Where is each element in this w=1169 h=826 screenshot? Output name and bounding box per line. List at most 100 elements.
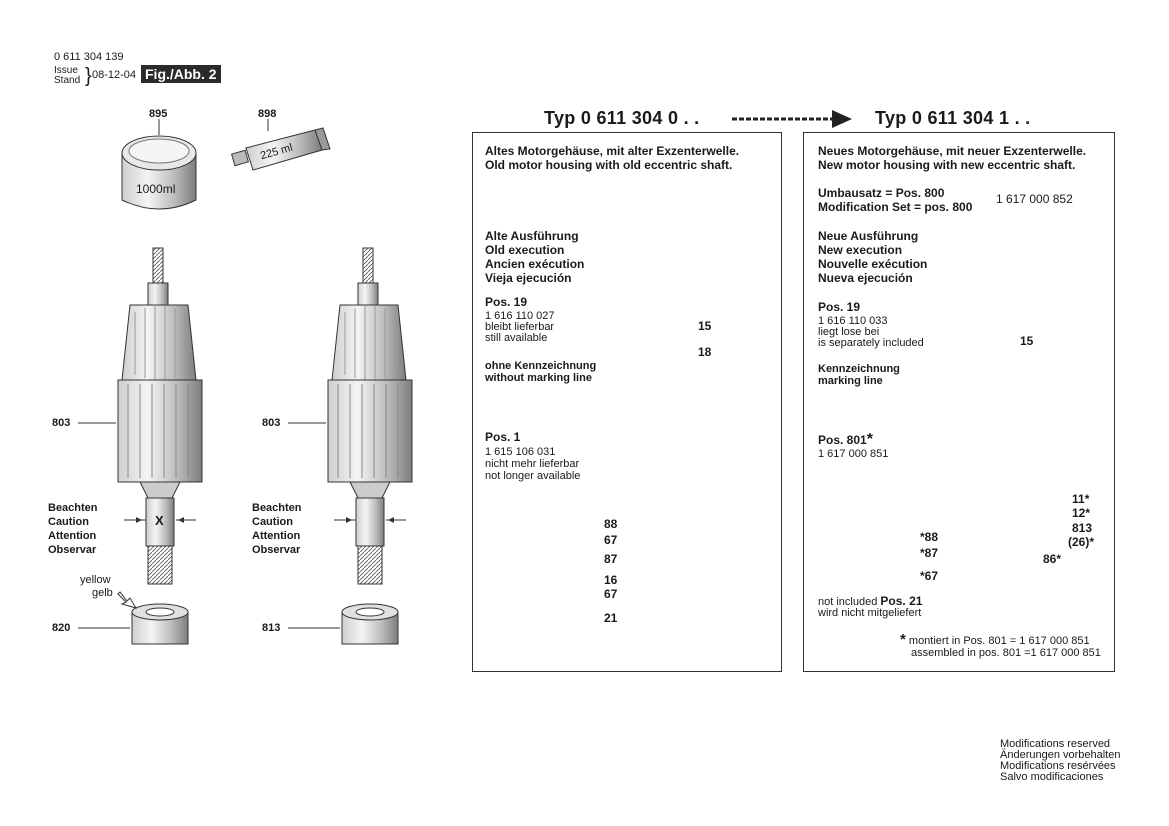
armature-left [117, 247, 203, 585]
old-panel-title: Altes Motorgehäuse, mit alter Exzenterwe… [485, 144, 739, 172]
new-label-86-text: 86 [1043, 552, 1057, 566]
not-included-note: not included Pos. 21 [818, 595, 922, 608]
footer-en: Modifications reserved [1000, 738, 1111, 750]
old-pos1-en: not longer available [485, 470, 581, 482]
issue-label: Issue [54, 65, 78, 76]
old-pos1-title: Pos. 1 [485, 430, 521, 444]
figure-badge: Fig./Abb. 2 [141, 65, 221, 83]
new-label-67: *67 [920, 570, 938, 583]
footer-fr: Modifications resérvées [1000, 760, 1116, 772]
old-label-67b: 67 [604, 587, 618, 601]
new-pos801-title: Pos. 801* [818, 431, 873, 448]
old-label-15: 15 [698, 319, 712, 333]
caution-left-en: Caution [48, 516, 89, 528]
type-old-heading: Typ 0 611 304 0 . . [544, 108, 700, 128]
caution-left: Beachten Caution Attention Observar [48, 501, 98, 557]
old-pos1-number: 1 615 106 031 [485, 446, 556, 458]
type-new-heading: Typ 0 611 304 1 . . [875, 108, 1031, 128]
label-813: 813 [262, 622, 281, 634]
old-label-67a: 67 [604, 533, 618, 547]
new-pos801-number: 1 617 000 851 [818, 448, 889, 460]
old-label-16: 16 [604, 573, 618, 587]
caution-right-en: Caution [252, 516, 293, 528]
new-label-26: (26)* [1068, 536, 1094, 549]
new-label-86: 86* [1043, 553, 1061, 566]
armature-right [327, 247, 413, 585]
old-label-87: 87 [604, 552, 618, 566]
part-number: 0 611 304 139 [54, 51, 124, 63]
new-exec-en: New execution [818, 243, 903, 257]
new-title-de: Neues Motorgehäuse, mit neuer Exzenterwe… [818, 144, 1087, 158]
old-exec-fr: Ancien exécution [485, 257, 585, 271]
new-title-en: New motor housing with new eccentric sha… [818, 158, 1076, 172]
footnote-star: * [900, 631, 906, 648]
old-marking-de: ohne Kennzeichnung [485, 360, 597, 372]
new-pos19-details: 1 616 110 033 liegt lose bei is separate… [818, 316, 924, 349]
new-label-87-star: * [920, 546, 925, 560]
caution-right-de: Beachten [252, 502, 302, 514]
modifications-footer: Modifications reserved Änderungen vorbeh… [1000, 739, 1120, 783]
new-pos19-de: liegt lose bei [818, 326, 880, 338]
old-pos19-en: still available [485, 332, 548, 344]
caution-right: Beachten Caution Attention Observar [252, 501, 302, 557]
new-label-86-star: * [1056, 552, 1062, 566]
jar-volume-label: 1000ml [136, 182, 176, 196]
pos801-star: * [866, 431, 873, 448]
footer-es: Salvo modificaciones [1000, 771, 1104, 783]
new-exec-fr: Nouvelle exécution [818, 257, 928, 271]
new-label-12: 12* [1072, 507, 1090, 520]
old-pos19-details: 1 616 110 027 bleibt lieferbar still ava… [485, 311, 555, 344]
new-pos19-en: is separately included [818, 337, 924, 349]
new-label-26-star: * [1089, 535, 1095, 549]
umbausatz-de: Umbausatz = Pos. 800 [818, 186, 945, 200]
old-label-21: 21 [604, 611, 618, 625]
label-803-left: 803 [52, 417, 71, 429]
caution-right-es: Observar [252, 544, 301, 556]
label-898: 898 [258, 108, 277, 120]
new-marking-note: Kennzeichnung marking line [818, 363, 900, 387]
footer-de: Änderungen vorbehalten [1000, 749, 1121, 761]
old-pos1-details: 1 615 106 031 nicht mehr lieferbar not l… [485, 446, 580, 482]
old-title-en: Old motor housing with old eccentric sha… [485, 158, 733, 172]
label-820: 820 [52, 622, 71, 634]
new-modification-set: Umbausatz = Pos. 800 Modification Set = … [818, 186, 972, 214]
old-exec-de: Alte Ausführung [485, 229, 579, 243]
wird-nicht-note: wird nicht mitgeliefert [818, 607, 922, 619]
new-label-11-text: 11 [1072, 492, 1085, 506]
new-label-813: 813 [1072, 521, 1093, 535]
new-label-88: *88 [920, 531, 938, 544]
old-pos19-de: bleibt lieferbar [485, 321, 555, 333]
new-panel-title: Neues Motorgehäuse, mit neuer Exzenterwe… [818, 144, 1086, 172]
caution-left-fr: Attention [48, 530, 97, 542]
new-label-88-star: * [920, 530, 925, 544]
not-included-text: not included [818, 596, 878, 608]
pos801-text: Pos. 801 [818, 433, 867, 447]
new-label-88-text: 88 [924, 530, 939, 544]
new-marking-en: marking line [818, 375, 883, 387]
new-label-12-star: * [1085, 506, 1091, 520]
grease-jar [121, 119, 197, 210]
x-mark: X [155, 513, 164, 528]
old-label-88: 88 [604, 517, 618, 531]
label-803-right: 803 [262, 417, 281, 429]
footnote-de-text: montiert in Pos. 801 = 1 617 000 851 [908, 635, 1090, 647]
pos21-label: Pos. 21 [880, 594, 923, 608]
old-pos19-title: Pos. 19 [485, 295, 528, 309]
old-exec-en: Old execution [485, 243, 565, 257]
brace: } [85, 65, 92, 87]
caution-left-es: Observar [48, 544, 97, 556]
stand-label: Stand [54, 75, 81, 86]
new-label-67-text: 67 [924, 569, 939, 583]
old-label-18: 18 [698, 345, 712, 359]
new-exec-de: Neue Ausführung [818, 229, 919, 243]
new-marking-de: Kennzeichnung [818, 363, 900, 375]
transition-arrow [732, 110, 852, 128]
bearing-813 [288, 603, 399, 645]
footnote-de: * montiert in Pos. 801 = 1 617 000 851 [900, 631, 1090, 648]
new-label-87: *87 [920, 547, 938, 560]
old-execution-block: Alte Ausführung Old execution Ancien exé… [485, 229, 584, 285]
new-label-11-star: * [1084, 492, 1090, 506]
new-execution-block: Neue Ausführung New execution Nouvelle e… [818, 229, 927, 285]
label-895: 895 [149, 108, 168, 120]
umbausatz-en: Modification Set = pos. 800 [818, 200, 973, 214]
